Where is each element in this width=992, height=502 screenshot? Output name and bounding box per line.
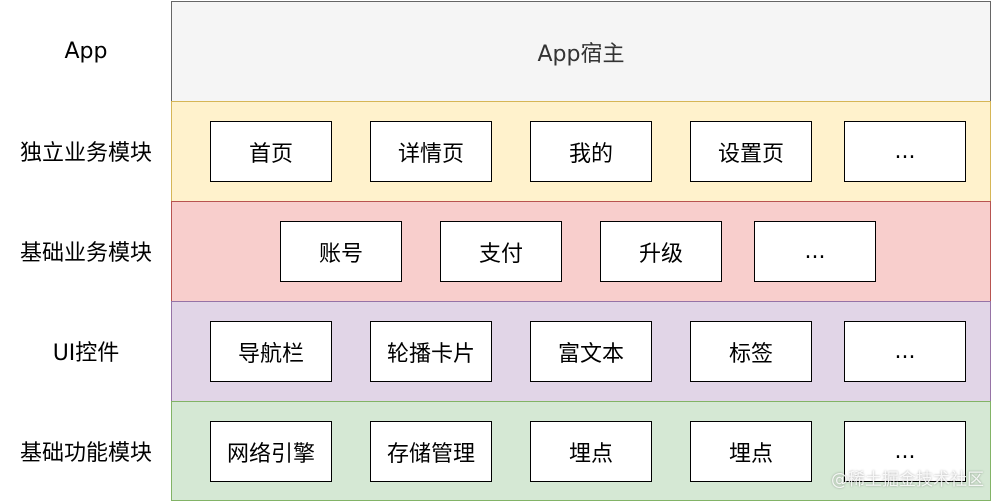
- base-functions-layer: 网络引擎 存储管理 埋点 埋点 ...: [171, 401, 991, 501]
- layer-label-base-functions: 基础功能模块: [19, 441, 152, 466]
- module-box: 存储管理: [370, 421, 492, 482]
- module-box: 埋点: [530, 421, 652, 482]
- module-box: ...: [754, 221, 876, 282]
- module-box: 轮播卡片: [370, 321, 492, 382]
- module-box: 详情页: [370, 121, 492, 182]
- layer-label-ui-controls: UI控件: [52, 341, 120, 366]
- module-box: 网络引擎: [210, 421, 332, 482]
- module-box: ...: [844, 321, 966, 382]
- layer-label-independent-business: 独立业务模块: [19, 141, 152, 166]
- app-host-layer: App宿主: [171, 1, 991, 102]
- module-box: 首页: [210, 121, 332, 182]
- module-box: 埋点: [690, 421, 812, 482]
- app-host-text: App宿主: [537, 41, 625, 67]
- module-box: 设置页: [690, 121, 812, 182]
- ui-controls-layer: 导航栏 轮播卡片 富文本 标签 ...: [171, 301, 991, 402]
- module-box: 升级: [600, 221, 722, 282]
- base-business-layer: 账号 支付 升级 ...: [171, 201, 991, 302]
- layer-label-app: App: [64, 38, 108, 64]
- module-box: 富文本: [530, 321, 652, 382]
- module-box: 支付: [440, 221, 562, 282]
- module-box: 我的: [530, 121, 652, 182]
- module-box: 导航栏: [210, 321, 332, 382]
- module-box: ...: [844, 121, 966, 182]
- watermark: @稀土掘金技术社区: [831, 470, 984, 490]
- layer-label-base-business: 基础业务模块: [19, 241, 152, 266]
- module-box: 账号: [280, 221, 402, 282]
- independent-business-layer: 首页 详情页 我的 设置页 ...: [171, 101, 991, 202]
- module-box: 标签: [690, 321, 812, 382]
- module-box: ...: [844, 421, 966, 482]
